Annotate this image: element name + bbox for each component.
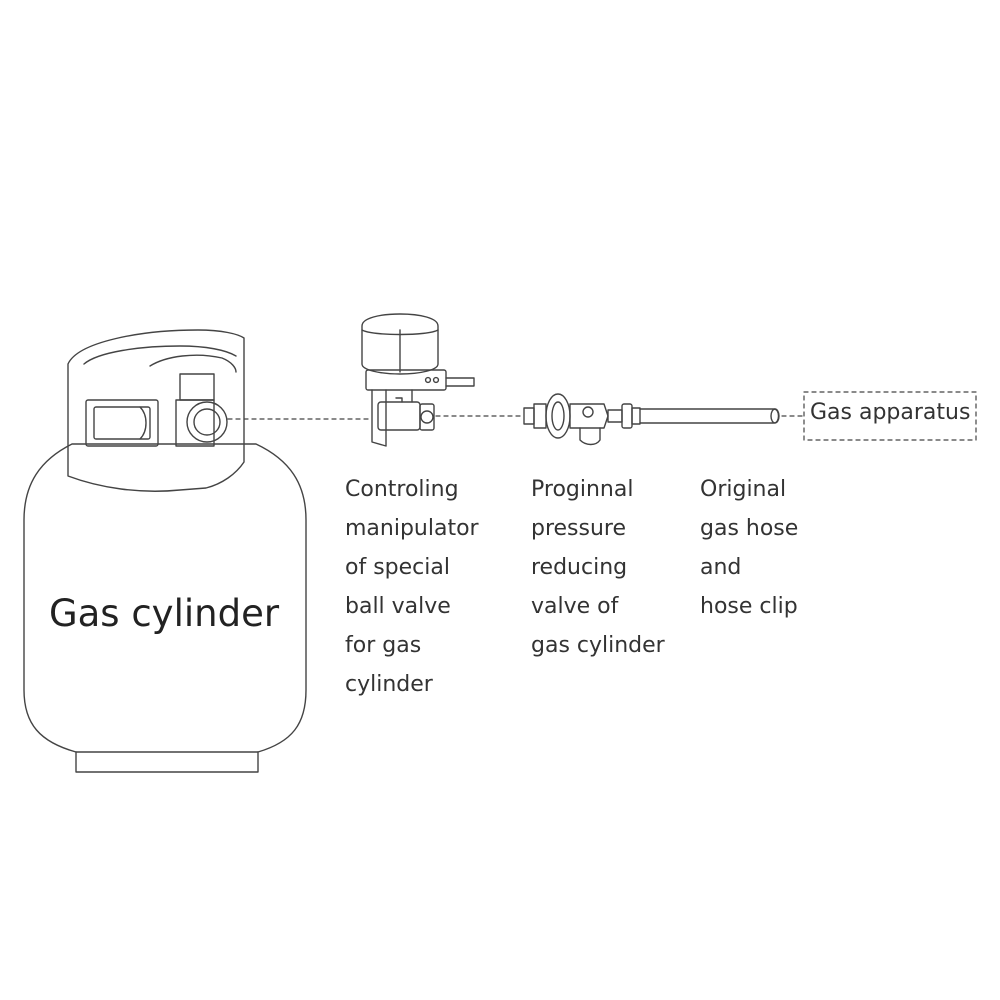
connection-line: [227, 415, 805, 420]
gas-apparatus-box: [803, 391, 977, 441]
caption-line: ball valve: [345, 594, 451, 619]
cylinder-valve-block: [179, 373, 215, 401]
caption-line: valve of: [531, 594, 619, 619]
cylinder-base: [75, 751, 259, 773]
valve-knob: [545, 393, 571, 439]
gas-apparatus-label: Gas apparatus: [810, 400, 971, 425]
caption-line: manipulator: [345, 516, 479, 541]
pressure-reducing-valve-illustration: [523, 393, 633, 446]
caption-line: and: [700, 555, 742, 580]
caption-line: Controling: [345, 477, 459, 502]
ball-valve-manipulator-illustration: [361, 313, 475, 447]
caption-line: reducing: [531, 555, 628, 580]
caption-line: Original: [700, 477, 787, 502]
cylinder-outlet: [186, 401, 228, 443]
caption-line: hose clip: [700, 594, 798, 619]
gas-hose-caption: Original gas hose and hose clip: [700, 470, 798, 626]
cylinder-collar-opening: [83, 345, 237, 365]
caption-line: of special: [345, 555, 450, 580]
pressure-reducing-valve-caption: Proginnal pressure reducing valve of gas…: [531, 470, 665, 665]
manipulator-cap: [361, 313, 439, 375]
ball-valve-manipulator-caption: Controling manipulator of special ball v…: [345, 470, 479, 704]
caption-line: for gas: [345, 633, 422, 658]
valve-inlet-nut: [523, 407, 535, 425]
gas-hose-illustration: [631, 407, 780, 425]
ball-valve-body: [377, 401, 421, 431]
gas-cylinder-illustration: [23, 329, 307, 773]
caption-line: cylinder: [345, 672, 433, 697]
hose: [639, 408, 780, 424]
caption-line: Proginnal: [531, 477, 634, 502]
cylinder-collar: [67, 329, 245, 492]
manipulator-plate: [365, 369, 447, 391]
caption-line: gas cylinder: [531, 633, 665, 658]
caption-line: pressure: [531, 516, 627, 541]
gas-cylinder-label: Gas cylinder: [48, 592, 280, 635]
hose-clip: [631, 407, 641, 425]
caption-line: gas hose: [700, 516, 799, 541]
cylinder-handle-window: [85, 399, 159, 447]
